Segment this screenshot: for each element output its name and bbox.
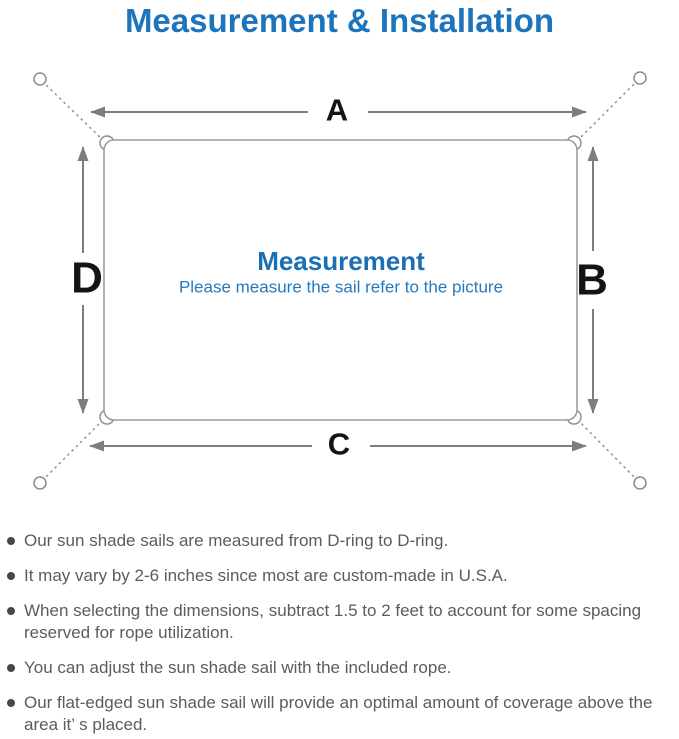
dim-label-d: D: [71, 254, 103, 303]
dashed-line-bottom-left: [41, 414, 109, 482]
dim-label-b: B: [576, 256, 608, 305]
note-text: Our sun shade sails are measured from D-…: [24, 531, 449, 550]
dim-label-c: C: [328, 427, 350, 462]
note-item: It may vary by 2-6 inches since most are…: [7, 565, 667, 587]
anchor-ring-top-right-icon: [633, 71, 647, 85]
note-item: Our flat-edged sun shade sail will provi…: [7, 692, 667, 736]
anchor-ring-bottom-left-icon: [33, 476, 47, 490]
notes-list: Our sun shade sails are measured from D-…: [7, 530, 667, 739]
note-text: When selecting the dimensions, subtract …: [24, 601, 642, 642]
bullet-dot-icon: [7, 699, 15, 707]
bullet-dot-icon: [7, 572, 15, 580]
note-text: It may vary by 2-6 inches since most are…: [24, 566, 508, 585]
page-title: Measurement & Installation: [124, 2, 555, 39]
measurement-diagram: A C D B Measurement Please measure the s…: [33, 71, 647, 490]
bullet-dot-icon: [7, 664, 15, 672]
bullet-dot-icon: [7, 607, 15, 615]
diagram-center-title: Measurement: [257, 246, 425, 276]
note-text: You can adjust the sun shade sail with t…: [24, 658, 452, 677]
anchor-ring-bottom-right-icon: [633, 476, 647, 490]
note-item: When selecting the dimensions, subtract …: [7, 600, 667, 644]
dashed-line-bottom-right: [572, 414, 639, 482]
diagram-center-subtitle: Please measure the sail refer to the pic…: [179, 278, 503, 297]
dim-label-a: A: [326, 93, 348, 128]
anchor-ring-top-left-icon: [33, 72, 47, 86]
bullet-dot-icon: [7, 537, 15, 545]
sail-rectangle: [103, 139, 578, 421]
note-item: You can adjust the sun shade sail with t…: [7, 657, 667, 679]
note-text: Our flat-edged sun shade sail will provi…: [24, 693, 653, 734]
note-item: Our sun shade sails are measured from D-…: [7, 530, 667, 552]
